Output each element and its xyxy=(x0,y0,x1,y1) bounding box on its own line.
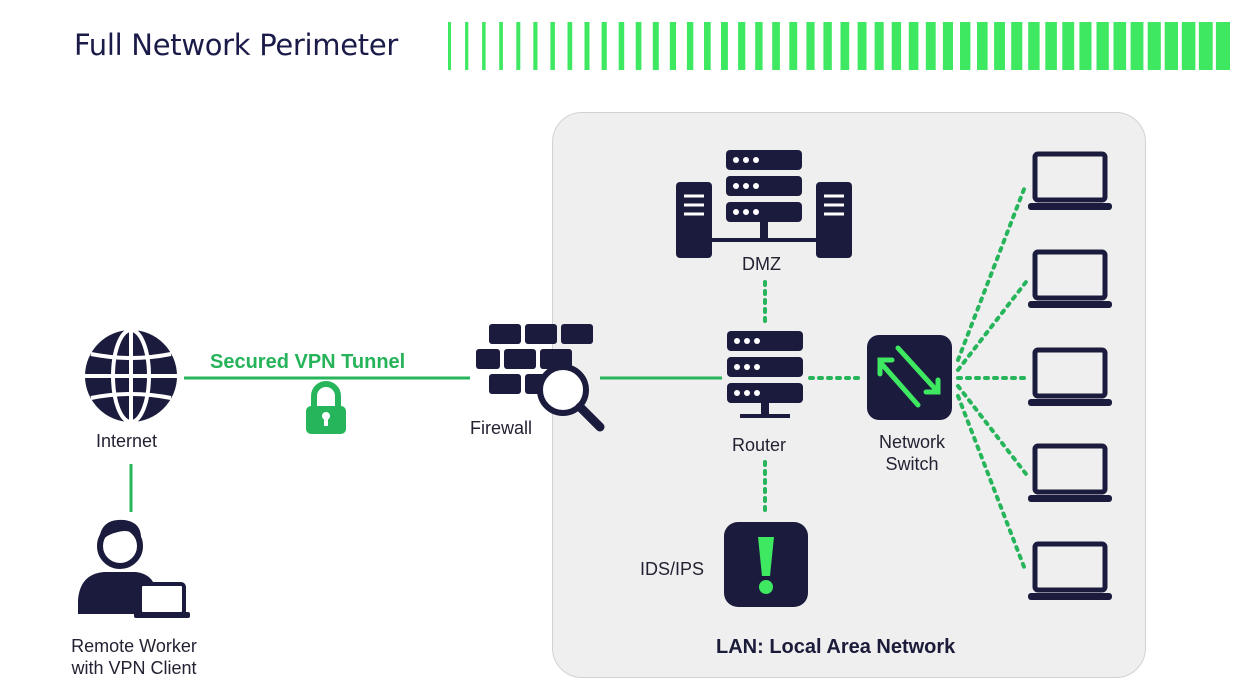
vpn-tunnel-label: Secured VPN Tunnel xyxy=(210,351,406,373)
stripe xyxy=(738,22,746,70)
stripe xyxy=(840,22,850,70)
laptop-icon xyxy=(1028,347,1112,406)
stripe xyxy=(960,22,971,70)
lock-icon xyxy=(306,381,346,434)
stripe xyxy=(891,22,902,70)
laptop-icon xyxy=(1028,443,1112,502)
lan-label: LAN: Local Area Network xyxy=(716,636,956,658)
stripe xyxy=(789,22,798,70)
stripe xyxy=(1215,22,1230,70)
stripe xyxy=(635,22,642,70)
stripe xyxy=(942,22,953,70)
dmz-label: DMZ xyxy=(742,254,781,274)
network-switch-label-line-2: Switch xyxy=(885,454,939,474)
stripe xyxy=(516,22,521,70)
alert-icon xyxy=(724,522,808,607)
internet-label: Internet xyxy=(96,431,158,451)
magnifier-icon xyxy=(537,364,605,432)
stripe xyxy=(1028,22,1040,70)
stripe xyxy=(550,22,555,70)
stripe xyxy=(977,22,988,70)
stripe xyxy=(448,22,451,70)
stripe xyxy=(755,22,763,70)
stripe xyxy=(1181,22,1196,70)
globe-icon xyxy=(85,328,177,424)
stripe xyxy=(925,22,936,70)
stripe xyxy=(1113,22,1127,70)
stripe xyxy=(908,22,919,70)
stripe xyxy=(669,22,676,70)
person-icon xyxy=(78,519,154,614)
stripe xyxy=(1198,22,1213,70)
stripe xyxy=(1164,22,1178,70)
stripe xyxy=(1045,22,1057,70)
stripe xyxy=(1096,22,1109,70)
router-label: Router xyxy=(732,435,787,455)
stripe xyxy=(499,22,503,70)
stripe xyxy=(1079,22,1092,70)
switch-laptop-link-5 xyxy=(956,394,1028,574)
firewall-label: Firewall xyxy=(470,418,533,438)
laptop-icon xyxy=(1028,249,1112,308)
network-switch-label: Network Switch xyxy=(862,431,962,475)
laptop-icon xyxy=(134,582,190,618)
network-switch-label-line-1: Network xyxy=(878,432,945,452)
stripe xyxy=(1130,22,1144,70)
stripe xyxy=(772,22,780,70)
stripe xyxy=(857,22,867,70)
stripe xyxy=(806,22,815,70)
stripe xyxy=(1147,22,1161,70)
stripe xyxy=(465,22,469,70)
stripe xyxy=(567,22,573,70)
stripe xyxy=(704,22,711,70)
stripe xyxy=(721,22,728,70)
stripe xyxy=(482,22,486,70)
remote-worker-label: Remote Worker with VPN Client xyxy=(54,635,214,679)
stripe xyxy=(584,22,590,70)
stripe xyxy=(686,22,694,70)
ids-ips-label: IDS/IPS xyxy=(640,559,705,579)
stripe xyxy=(533,22,538,70)
stripe xyxy=(1062,22,1075,70)
remote-worker-label-line-1: Remote Worker xyxy=(71,636,197,656)
switch-laptop-link-1 xyxy=(956,182,1028,362)
switch-icon xyxy=(867,335,952,420)
stripe xyxy=(874,22,884,70)
stripe xyxy=(994,22,1005,70)
switch-laptop-link-2 xyxy=(956,280,1028,372)
switch-laptop-link-4 xyxy=(956,384,1028,476)
firewall-icon xyxy=(476,324,593,394)
router-icon xyxy=(727,331,803,418)
stripe xyxy=(823,22,832,70)
server-icon xyxy=(676,150,852,258)
laptop-icon xyxy=(1028,541,1112,600)
decorative-stripes xyxy=(448,22,1230,70)
laptop-icon xyxy=(1028,151,1112,210)
page-title: Full Network Perimeter xyxy=(74,28,399,62)
stripe xyxy=(601,22,607,70)
stripe xyxy=(618,22,625,70)
stripe xyxy=(1011,22,1023,70)
stripe xyxy=(652,22,659,70)
remote-worker-label-line-2: with VPN Client xyxy=(71,658,197,678)
